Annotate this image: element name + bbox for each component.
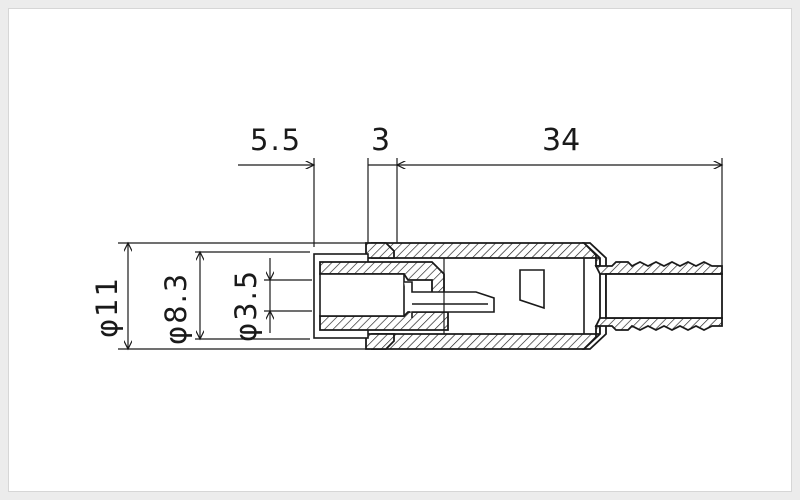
dim-label-3: 3 xyxy=(371,123,390,158)
dim-label-d11: φ11 xyxy=(90,276,124,338)
dim-label-d8-3: φ8.3 xyxy=(159,272,193,345)
dim-label-5-5: 5.5 xyxy=(250,123,302,157)
dim-label-34: 34 xyxy=(542,123,580,158)
diameter-dimensions: φ11 φ8.3 φ3.5 xyxy=(90,243,372,349)
dim-label-d3-5: φ3.5 xyxy=(229,269,263,342)
top-dimensions: 5.5 3 34 xyxy=(238,123,722,268)
connector-body xyxy=(313,242,723,350)
